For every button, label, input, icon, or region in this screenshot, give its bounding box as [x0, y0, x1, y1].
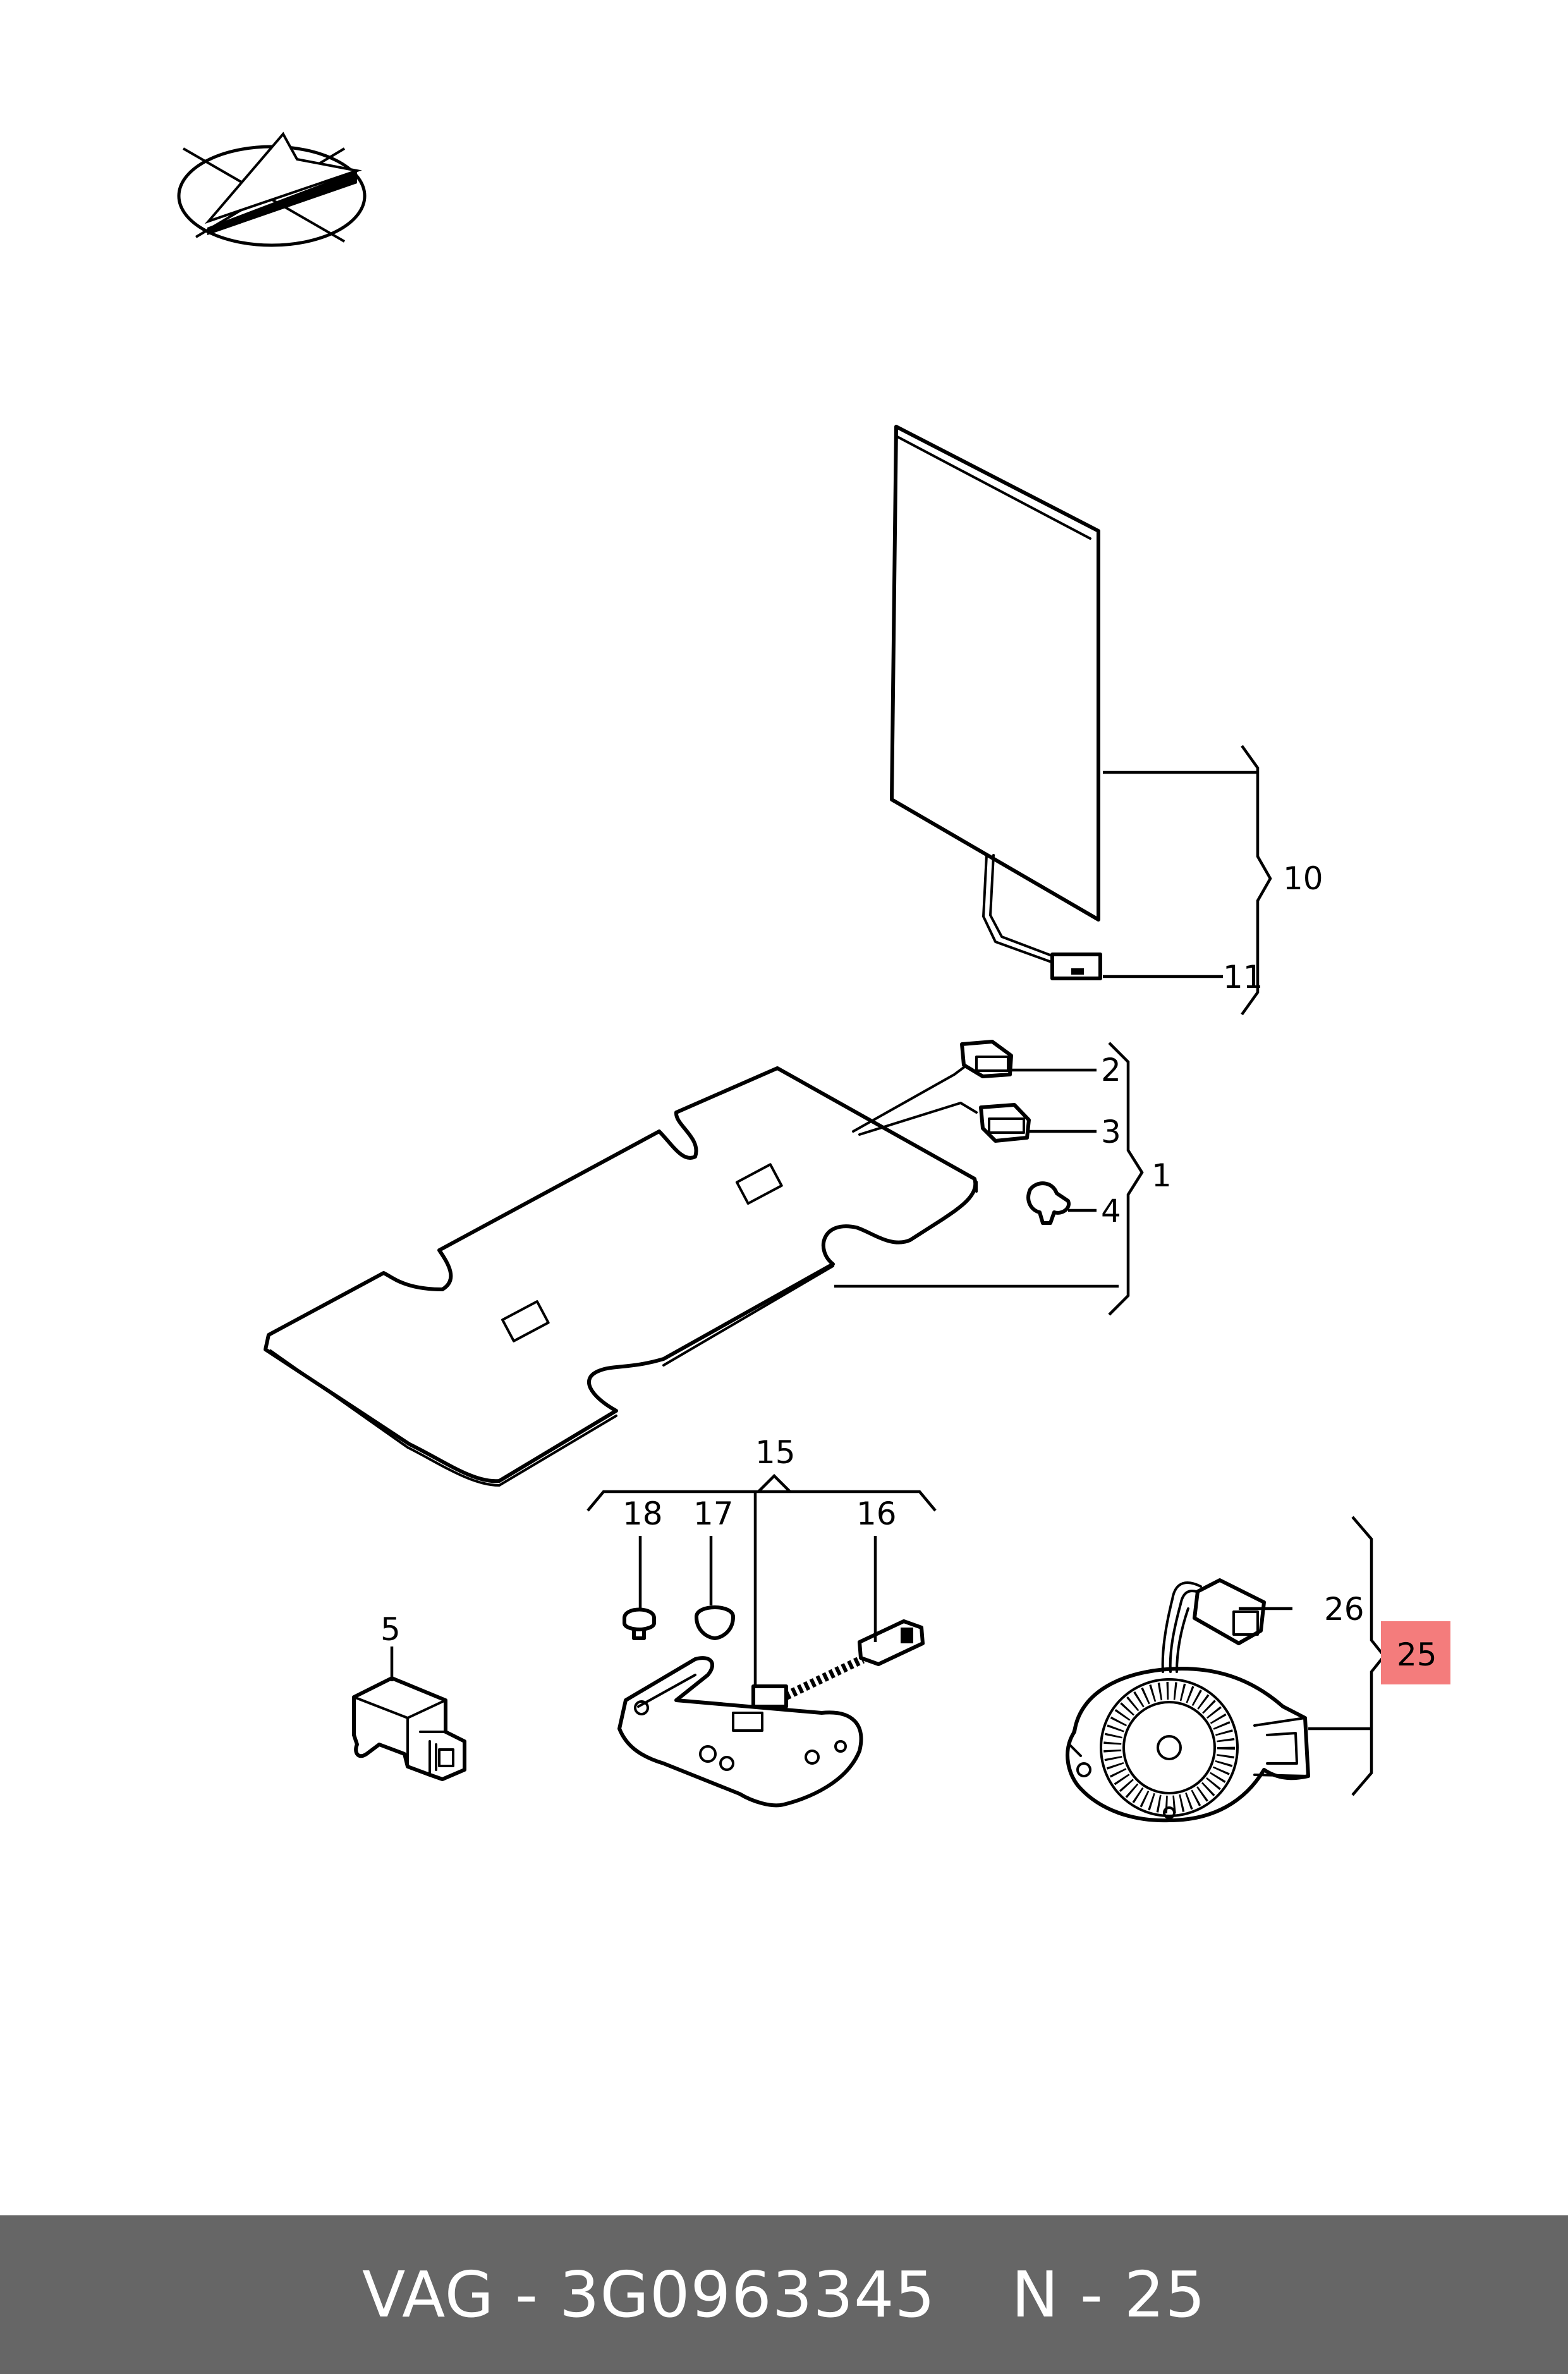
part-4-clip	[1026, 1181, 1071, 1225]
callout-25: 25	[1397, 1636, 1437, 1673]
footer-brand: VAG	[362, 2258, 495, 2332]
bracket-15-tip	[757, 1473, 791, 1493]
brand-logo	[177, 131, 367, 247]
footer-bar: VAG - 3G0963345 N - 25	[0, 2215, 1568, 2374]
bracket-15	[586, 1490, 937, 1512]
callout-26: 26	[1324, 1591, 1364, 1628]
part-16-sensor-carrier	[617, 1619, 925, 1808]
part-1-heating-mat	[264, 1064, 978, 1487]
callout-3: 3	[1101, 1114, 1121, 1150]
callout-18: 18	[623, 1495, 663, 1532]
callout-15: 15	[755, 1434, 796, 1471]
parts-diagram: 10 11 2 3 1 4 15 18 17 16 5 26 25	[177, 131, 1450, 1823]
bracket-10	[1241, 745, 1272, 1016]
bracket-25	[1351, 1516, 1386, 1796]
callout-11: 11	[1223, 959, 1263, 995]
part-17-cap	[695, 1605, 735, 1640]
bracket-1	[1108, 1042, 1144, 1316]
part-18-cap	[623, 1607, 656, 1640]
footer-separator: -	[514, 2258, 539, 2332]
part-25-blower	[1066, 1667, 1310, 1823]
part-11-connector	[1050, 953, 1102, 980]
callout-5: 5	[380, 1611, 401, 1648]
callout-1: 1	[1152, 1157, 1172, 1194]
callout-16: 16	[856, 1495, 897, 1532]
highlight-box	[1381, 1621, 1450, 1684]
part-26-harness	[1161, 1578, 1266, 1673]
callout-17: 17	[693, 1495, 734, 1532]
callout-10: 10	[1283, 860, 1323, 897]
callout-2: 2	[1101, 1052, 1121, 1088]
part-5-control-unit	[352, 1676, 466, 1781]
part-10-heating-panel	[890, 425, 1100, 967]
callout-4: 4	[1101, 1193, 1121, 1229]
part-2-connector	[960, 1040, 1013, 1078]
part-3-connector	[979, 1103, 1031, 1143]
footer-part-number: 3G0963345	[559, 2258, 936, 2332]
footer-section: N - 25	[1011, 2258, 1206, 2332]
